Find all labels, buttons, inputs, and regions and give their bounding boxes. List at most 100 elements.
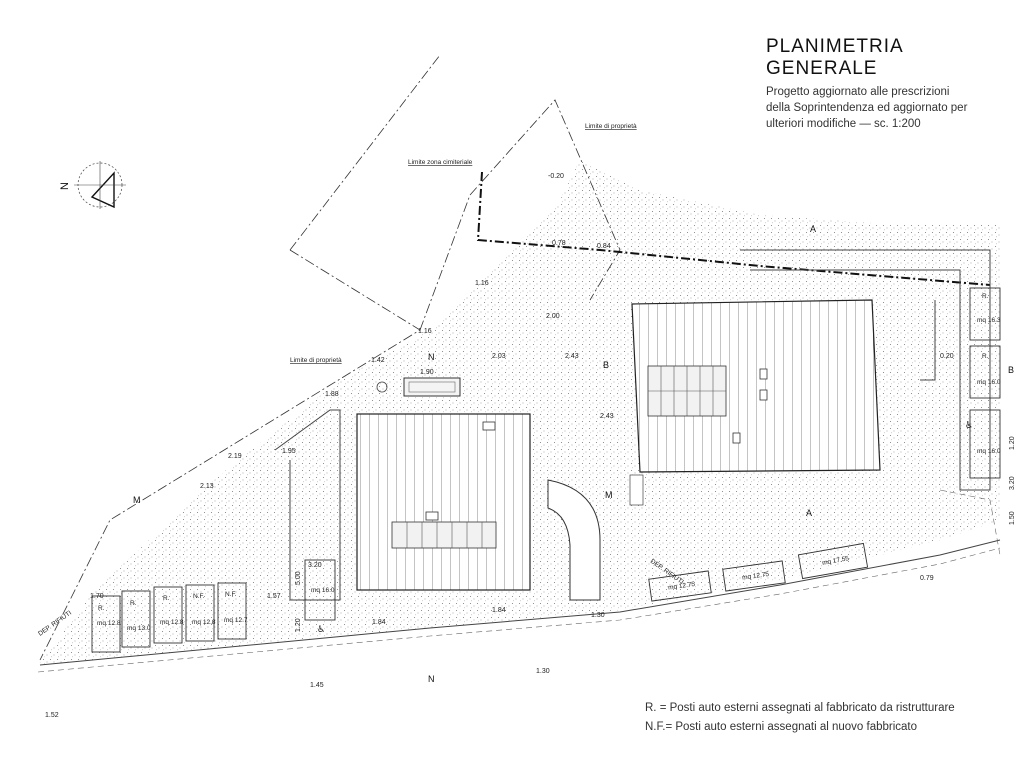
road-edge-outer	[37, 547, 1001, 673]
building-left-chimney	[482, 421, 496, 431]
elevation: 1.16	[475, 280, 489, 287]
building-right-chimney	[759, 389, 768, 401]
elevation: 1.70	[90, 593, 104, 600]
drawing-subtitle-line: Progetto aggiornato alle prescrizioni	[766, 86, 950, 98]
elevation: 1.84	[372, 619, 386, 626]
property-boundary-upper	[419, 99, 621, 331]
parking-area: mq 12.75	[668, 581, 696, 592]
label-property-top: Limite di proprietà	[585, 123, 637, 130]
elevation: 1.30	[591, 612, 605, 619]
elevation: 1.84	[492, 607, 506, 614]
parking-tag: N.F.	[193, 593, 205, 600]
parking-tag: R.	[982, 353, 989, 360]
section-marker-m: M	[133, 495, 141, 505]
building-right-chimney	[759, 368, 768, 380]
road-edge	[39, 539, 1001, 666]
accessible-icon: ♿	[317, 624, 325, 634]
courtyard-inner-wall	[920, 300, 936, 381]
parking-disabled-stall	[304, 559, 336, 621]
elevation: 1.52	[45, 712, 59, 719]
tree	[376, 381, 388, 393]
section-markers: A A B B M M N N	[133, 224, 1014, 684]
elevation: -0.20	[548, 173, 564, 180]
cemetery-zone-boundary	[476, 171, 991, 286]
parking-labels-bottom-left: R. mq 12.8 R. mq 13.0 R. mq 12.8 N.F. mq…	[97, 591, 248, 632]
legend-item-nf: N.F.= Posti auto esterni assegnati al nu…	[645, 721, 918, 733]
property-boundary-lower	[39, 249, 421, 661]
elevation: 2.43	[600, 413, 614, 420]
elevation: 2.00	[546, 313, 560, 320]
parking-row-bottom-left	[91, 582, 247, 653]
retaining-wall	[274, 409, 341, 601]
parking-area: mq 12.8	[97, 620, 121, 627]
building-right-roof	[631, 299, 881, 473]
parking-area: mq 12.8	[160, 619, 184, 626]
stairs	[629, 474, 644, 506]
parking-row-bottom-right	[648, 542, 869, 602]
section-marker-m: M	[605, 490, 613, 500]
elevation: 1.30	[536, 668, 550, 675]
parking-area: mq 12.7	[224, 617, 248, 624]
parking-area: mq 17.55	[822, 555, 850, 567]
section-marker-n: N	[428, 674, 435, 684]
dimension: 1.50	[1009, 511, 1016, 525]
label-property-left: Limite di proprietà	[290, 357, 342, 364]
section-marker-a: A	[810, 224, 816, 234]
elevation: 1.42	[371, 357, 385, 364]
site-ground-area	[38, 160, 1000, 665]
dimension: 1.20	[1009, 436, 1016, 450]
parking-tag: N.F.	[225, 591, 237, 598]
label-cemetery-zone: Limite zona cimiteriale	[408, 159, 473, 166]
elevation: 0.79	[920, 575, 934, 582]
dimension: 1.20	[295, 618, 302, 632]
building-right-chimney	[732, 432, 741, 444]
parking-tag: R.	[982, 293, 989, 300]
building-left-solar-panels	[391, 521, 497, 549]
north-arrow-compass	[74, 161, 126, 209]
building-left-roof	[356, 413, 531, 591]
legend-item-r: R. = Posti auto esterni assegnati al fab…	[645, 702, 955, 714]
elevation: 1.57	[267, 593, 281, 600]
elevation: 1.95	[282, 448, 296, 455]
property-boundary-left	[289, 54, 441, 251]
parking-disabled-area: mq 16.0	[311, 587, 335, 594]
drawing-title: PLANIMETRIA GENERALE	[766, 36, 903, 79]
driveway-ramp	[547, 479, 601, 601]
parking-column-right	[969, 287, 1001, 479]
elevation: 1.88	[325, 391, 339, 398]
drawing-subtitle-line: ulteriori modifiche — sc. 1:200	[766, 118, 921, 130]
parking-tag: R.	[98, 605, 105, 612]
parking-area: mq 12.8	[192, 619, 216, 626]
elevation: 1.45	[310, 682, 324, 689]
compass-label: N	[59, 182, 71, 190]
parking-tag: R.	[130, 600, 137, 607]
building-left-chimney	[425, 511, 439, 521]
dimension: 5.00	[295, 571, 302, 585]
accessible-icon: ♿	[965, 420, 973, 430]
parking-area: mq 13.0	[127, 625, 151, 632]
elevation: 1.90	[420, 369, 434, 376]
parking-area: mq 12.75	[742, 571, 770, 582]
dimension: 3.20	[1009, 476, 1016, 490]
parking-area: mq 16.3	[977, 317, 1001, 324]
section-marker-a: A	[806, 508, 812, 518]
elevation: 2.43	[565, 353, 579, 360]
dimension: 3.20	[308, 562, 322, 569]
elevation: 0.78	[552, 240, 566, 247]
courtyard-wall	[740, 249, 991, 491]
parking-area: mq 16.0	[977, 448, 1001, 455]
elevation: 0.20	[940, 353, 954, 360]
parking-area: mq 16.0	[977, 379, 1001, 386]
elevation: 1.16	[418, 328, 432, 335]
elevation: 2.13	[200, 483, 214, 490]
road-curve	[939, 489, 1001, 556]
section-marker-b: B	[1008, 365, 1014, 375]
title-block: PLANIMETRIA GENERALE Progetto aggiornato…	[766, 36, 1016, 132]
elevation-labels: -0.20 0.78 0.84 1.16 1.16 2.00 2.03 1.42…	[45, 173, 1016, 719]
elevation: 2.19	[228, 453, 242, 460]
section-marker-n: N	[428, 352, 435, 362]
drawing-subtitle-line: della Soprintendenza ed aggiornato per	[766, 102, 968, 114]
skylight	[403, 377, 461, 397]
parking-tag: R.	[163, 595, 170, 602]
